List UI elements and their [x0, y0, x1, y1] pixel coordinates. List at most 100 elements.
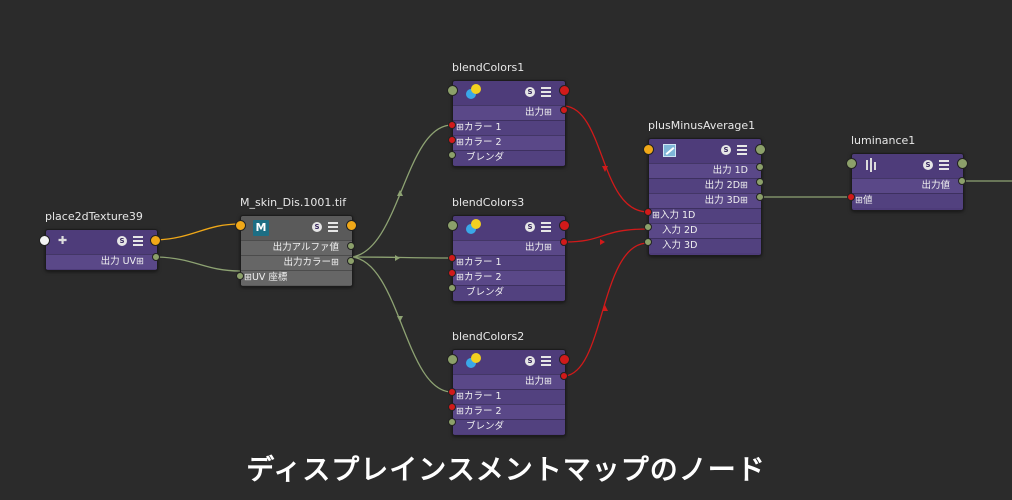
port-label: 入力 2D: [662, 225, 698, 236]
port-label: 出力⊞: [525, 376, 552, 387]
wire-arrow: [600, 239, 605, 245]
port-label: ブレンダ: [466, 152, 505, 163]
input-port[interactable]: [448, 151, 456, 159]
input-port[interactable]: [448, 269, 456, 277]
wire-file-to-blend1: [351, 124, 453, 258]
input-port[interactable]: [236, 272, 244, 280]
port-label: 出力 2D⊞: [704, 180, 748, 191]
port-label: ⊞カラー 1: [456, 122, 502, 133]
output-port[interactable]: [152, 253, 160, 261]
output-port[interactable]: [756, 163, 764, 171]
port-label: ⊞カラー 2: [456, 406, 502, 417]
node-title: M_skin_Dis.1001.tif: [240, 196, 347, 209]
menu-icon[interactable]: [133, 236, 143, 246]
port-label: 入力 3D: [662, 240, 698, 251]
input-port[interactable]: [448, 254, 456, 262]
output-port[interactable]: [560, 372, 568, 380]
output-port[interactable]: [756, 178, 764, 186]
output-port[interactable]: [559, 85, 570, 96]
port-label: 出力アルファ値: [272, 242, 339, 253]
input-port[interactable]: [447, 85, 458, 96]
output-port[interactable]: [347, 257, 355, 265]
output-port[interactable]: [347, 242, 355, 250]
output-port[interactable]: [150, 235, 161, 246]
node-title: place2dTexture39: [45, 210, 143, 223]
wire-blend1-to-pma: [564, 105, 649, 213]
input-port[interactable]: [448, 403, 456, 411]
input-port[interactable]: [644, 208, 652, 216]
port-label: ⊞カラー 1: [456, 257, 502, 268]
port-label: ⊞値: [855, 195, 873, 206]
port-label: 出力 UV⊞: [100, 256, 144, 267]
swatch-icon[interactable]: S: [525, 222, 535, 232]
port-label: ⊞カラー 1: [456, 391, 502, 402]
port-label: ⊞カラー 2: [456, 272, 502, 283]
m-file-icon: M: [253, 220, 269, 236]
input-port[interactable]: [644, 223, 652, 231]
output-port[interactable]: [560, 106, 568, 114]
input-port[interactable]: [847, 193, 855, 201]
output-port[interactable]: [560, 238, 568, 246]
input-port[interactable]: [447, 220, 458, 231]
port-label: 出力⊞: [525, 242, 552, 253]
node-title: blendColors2: [452, 330, 525, 343]
wire-place2d-to-file: [156, 223, 241, 241]
input-port[interactable]: [448, 121, 456, 129]
output-port[interactable]: [755, 144, 766, 155]
blend-colors-icon: [465, 84, 481, 100]
wire-arrow: [602, 305, 608, 311]
port-label: 出力値: [921, 180, 950, 191]
luminance-icon: [866, 158, 876, 172]
port-label: ブレンダ: [466, 287, 505, 298]
swatch-icon[interactable]: S: [721, 145, 731, 155]
node-title: blendColors3: [452, 196, 525, 209]
input-port[interactable]: [448, 284, 456, 292]
input-port[interactable]: [643, 144, 654, 155]
port-label: 出力 1D: [712, 165, 748, 176]
input-port[interactable]: [39, 235, 50, 246]
output-port[interactable]: [958, 177, 966, 185]
menu-icon[interactable]: [939, 160, 949, 170]
input-port[interactable]: [846, 158, 857, 169]
input-port[interactable]: [448, 388, 456, 396]
swatch-icon[interactable]: S: [923, 160, 933, 170]
output-port[interactable]: [559, 220, 570, 231]
input-port[interactable]: [448, 136, 456, 144]
wire-blend3-to-pma: [564, 228, 649, 243]
wire-arrow: [395, 255, 400, 261]
output-port[interactable]: [756, 193, 764, 201]
menu-icon[interactable]: [541, 87, 551, 97]
blend-colors-icon: [465, 353, 481, 369]
wire-arrow: [397, 316, 403, 322]
port-label: ブレンダ: [466, 421, 505, 432]
wire-file-to-blend2: [351, 256, 453, 393]
swatch-icon[interactable]: S: [117, 236, 127, 246]
input-port[interactable]: [447, 354, 458, 365]
caption: ディスプレインスメントマップのノード: [246, 453, 766, 486]
node-title: blendColors1: [452, 61, 525, 74]
port-label: 出力カラー⊞: [283, 257, 339, 268]
swatch-icon[interactable]: S: [525, 87, 535, 97]
port-label: ⊞カラー 2: [456, 137, 502, 148]
wire-arrow: [602, 166, 608, 172]
output-port[interactable]: [957, 158, 968, 169]
menu-icon[interactable]: [328, 222, 338, 232]
menu-icon[interactable]: [541, 222, 551, 232]
port-label: 出力 3D⊞: [704, 195, 748, 206]
output-port[interactable]: [346, 220, 357, 231]
plus-minus-average-icon: [663, 144, 676, 157]
node-title: plusMinusAverage1: [648, 119, 756, 132]
wire-file-to-blend3: [351, 256, 453, 259]
wire-place2d-uv-to-file-uv: [156, 256, 241, 272]
input-port[interactable]: [448, 418, 456, 426]
menu-icon[interactable]: [541, 356, 551, 366]
swatch-icon[interactable]: S: [312, 222, 322, 232]
input-port[interactable]: [235, 220, 246, 231]
input-port[interactable]: [644, 238, 652, 246]
swatch-icon[interactable]: S: [525, 356, 535, 366]
place2d-icon: ✚: [58, 234, 68, 247]
node-title: luminance1: [851, 134, 916, 147]
menu-icon[interactable]: [737, 145, 747, 155]
output-port[interactable]: [559, 354, 570, 365]
